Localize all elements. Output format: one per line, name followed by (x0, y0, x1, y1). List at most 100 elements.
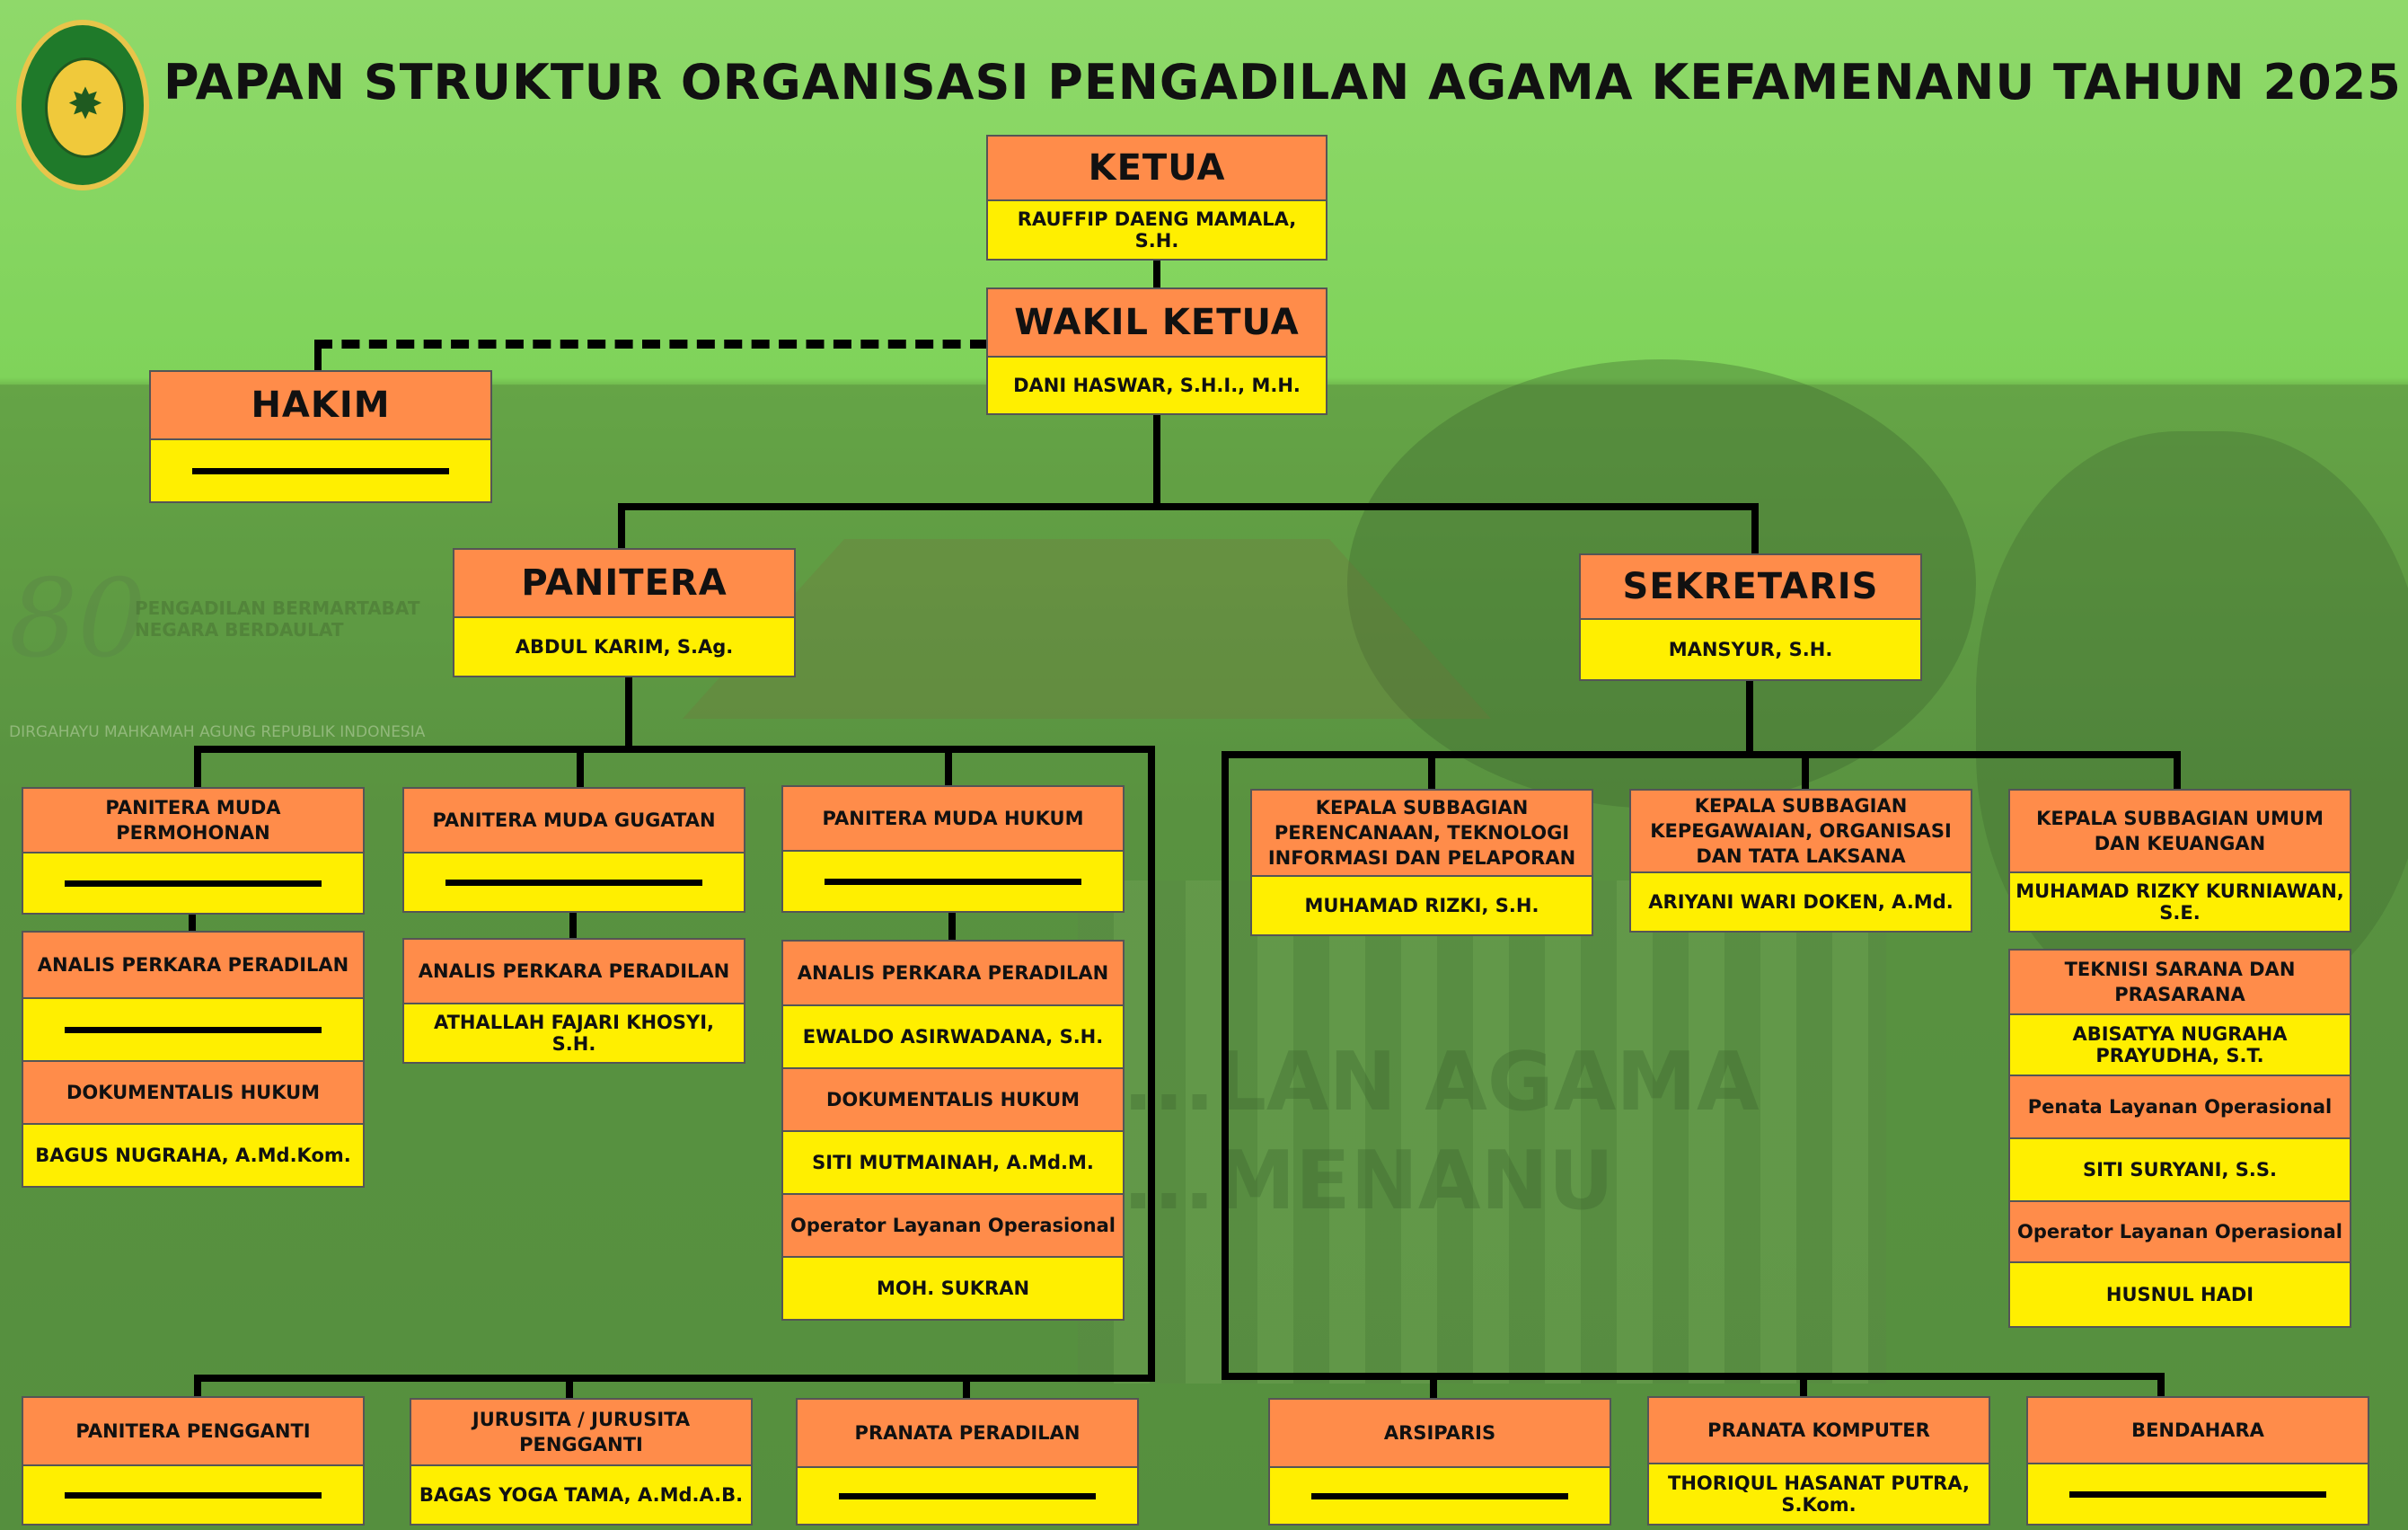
court-logo: ✸ (16, 20, 149, 190)
box-pm-permohonan: PANITERA MUDA PERMOHONAN (22, 787, 365, 915)
box-name-blank (23, 1466, 363, 1524)
connector-line (963, 1375, 970, 1400)
box-title: BENDAHARA (2028, 1398, 2368, 1464)
box-title: WAKIL KETUA (988, 289, 1326, 358)
connector-line (1430, 1373, 1437, 1400)
box-name-blank (23, 853, 363, 913)
box-analis-perkara-2: ANALIS PERKARA PERADILAN ATHALLAH FAJARI… (402, 938, 745, 1064)
sign-line-2: ...MENANU (1123, 1134, 1614, 1228)
box-name: ARIYANI WARI DOKEN, A.Md. (1631, 873, 1971, 931)
connector-line (194, 1375, 201, 1400)
box-name: MANSYUR, S.H. (1581, 620, 1920, 679)
connector-line (618, 503, 625, 550)
box-name-blank (151, 440, 490, 501)
box-name: ATHALLAH FAJARI KHOSYI, S.H. (404, 1004, 744, 1062)
background-banner-text: PENGADILAN BERMARTABAT NEGARA BERDAULAT (135, 597, 420, 641)
box-title: Operator Layanan Operasional (783, 1193, 1123, 1258)
box-name: ABISATYA NUGRAHA PRAYUDHA, S.T. (2010, 1015, 2350, 1075)
page-title: PAPAN STRUKTUR ORGANISASI PENGADILAN AGA… (163, 54, 2402, 111)
box-title: HAKIM (151, 372, 490, 440)
box-bendahara: BENDAHARA (2026, 1396, 2369, 1526)
background-anniversary-number: 80 (9, 557, 146, 682)
connector-line (194, 746, 1155, 753)
box-title: ANALIS PERKARA PERADILAN (404, 940, 744, 1004)
box-name-blank (23, 999, 363, 1060)
connector-line (1148, 746, 1155, 1382)
box-name-blank (798, 1468, 1137, 1524)
hakim-dashed-connector (314, 340, 988, 349)
connector-line (948, 909, 956, 943)
box-title: KEPALA SUBBAGIAN PERENCANAAN, TEKNOLOGI … (1252, 791, 1592, 877)
box-title: JURUSITA / JURUSITA PENGGANTI (411, 1400, 751, 1466)
box-title: Penata Layanan Operasional (2010, 1075, 2350, 1139)
box-title: DOKUMENTALIS HUKUM (783, 1067, 1123, 1132)
connector-line (1746, 679, 1753, 755)
box-title: PRANATA PERADILAN (798, 1400, 1137, 1468)
box-name-blank (404, 853, 744, 911)
background-gate (1078, 880, 1886, 1384)
blank-name-line (2069, 1490, 2326, 1498)
box-teknisi-sarana: TEKNISI SARANA DAN PRASARANA ABISATYA NU… (2008, 949, 2351, 1328)
banner-line-1: PENGADILAN BERMARTABAT (135, 597, 420, 619)
box-title: DOKUMENTALIS HUKUM (23, 1060, 363, 1125)
box-title: SEKRETARIS (1581, 555, 1920, 620)
box-wakil-ketua: WAKIL KETUA DANI HASWAR, S.H.I., M.H. (986, 287, 1327, 415)
blank-name-line (1311, 1492, 1568, 1499)
box-panitera-pengganti: PANITERA PENGGANTI (22, 1396, 365, 1526)
connector-line (1428, 751, 1435, 791)
box-analis-perkara-3: ANALIS PERKARA PERADILAN EWALDO ASIRWADA… (781, 940, 1125, 1321)
connector-line (625, 676, 632, 749)
box-name: SITI SURYANI, S.S. (2010, 1139, 2350, 1200)
star-icon: ✸ (66, 79, 104, 129)
box-title: PANITERA MUDA PERMOHONAN (23, 789, 363, 853)
box-name-blank (2028, 1464, 2368, 1524)
background-photo-band (0, 385, 2408, 1530)
box-name: MUHAMAD RIZKI, S.H. (1252, 877, 1592, 934)
blank-name-line (192, 467, 449, 474)
connector-line (1222, 1373, 2165, 1380)
connector-line (945, 746, 952, 789)
blank-name-line (65, 1026, 322, 1033)
connector-line (566, 1375, 573, 1400)
box-name: DANI HASWAR, S.H.I., M.H. (988, 358, 1326, 413)
blank-name-line (65, 1491, 322, 1499)
box-title: Operator Layanan Operasional (2010, 1200, 2350, 1263)
blank-name-line (445, 879, 702, 886)
box-jurusita: JURUSITA / JURUSITA PENGGANTI BAGAS YOGA… (410, 1398, 753, 1526)
connector-line (1222, 751, 1229, 1380)
connector-line (2157, 1373, 2165, 1400)
box-analis-perkara-1: ANALIS PERKARA PERADILAN DOKUMENTALIS HU… (22, 931, 365, 1188)
connector-line (1800, 1373, 1807, 1400)
box-pranata-peradilan: PRANATA PERADILAN (796, 1398, 1139, 1526)
box-kasubag-kepegawaian: KEPALA SUBBAGIAN KEPEGAWAIAN, ORGANISASI… (1629, 789, 1972, 933)
box-name: BAGAS YOGA TAMA, A.Md.A.B. (411, 1466, 751, 1524)
box-title: PANITERA MUDA HUKUM (783, 787, 1123, 852)
box-pm-gugatan: PANITERA MUDA GUGATAN (402, 787, 745, 913)
connector-line (314, 340, 322, 372)
box-name: MOH. SUKRAN (783, 1258, 1123, 1319)
banner-line-2: NEGARA BERDAULAT (135, 619, 344, 641)
box-name: SITI MUTMAINAH, A.Md.M. (783, 1132, 1123, 1193)
logo-emblem: ✸ (45, 57, 126, 158)
connector-line (618, 503, 1759, 510)
blank-name-line (839, 1492, 1096, 1499)
connector-line (1802, 751, 1809, 791)
connector-line (189, 907, 196, 934)
blank-name-line (65, 880, 322, 887)
box-arsiparis: ARSIPARIS (1268, 1398, 1611, 1526)
box-name: THORIQUL HASANAT PUTRA, S.Kom. (1649, 1464, 1989, 1524)
blank-name-line (825, 878, 1081, 885)
box-name: EWALDO ASIRWADANA, S.H. (783, 1006, 1123, 1067)
connector-line (569, 907, 577, 940)
box-name: HUSNUL HADI (2010, 1263, 2350, 1326)
connector-line (1751, 503, 1759, 553)
box-title: PANITERA PENGGANTI (23, 1398, 363, 1466)
box-panitera: PANITERA ABDUL KARIM, S.Ag. (453, 548, 796, 677)
box-title: ARSIPARIS (1270, 1400, 1610, 1468)
box-name: ABDUL KARIM, S.Ag. (454, 618, 794, 676)
box-title: KETUA (988, 137, 1326, 201)
box-pm-hukum: PANITERA MUDA HUKUM (781, 785, 1125, 913)
box-title: KEPALA SUBBAGIAN KEPEGAWAIAN, ORGANISASI… (1631, 791, 1971, 873)
box-kasubag-umum: KEPALA SUBBAGIAN UMUM DAN KEUANGAN MUHAM… (2008, 789, 2351, 933)
